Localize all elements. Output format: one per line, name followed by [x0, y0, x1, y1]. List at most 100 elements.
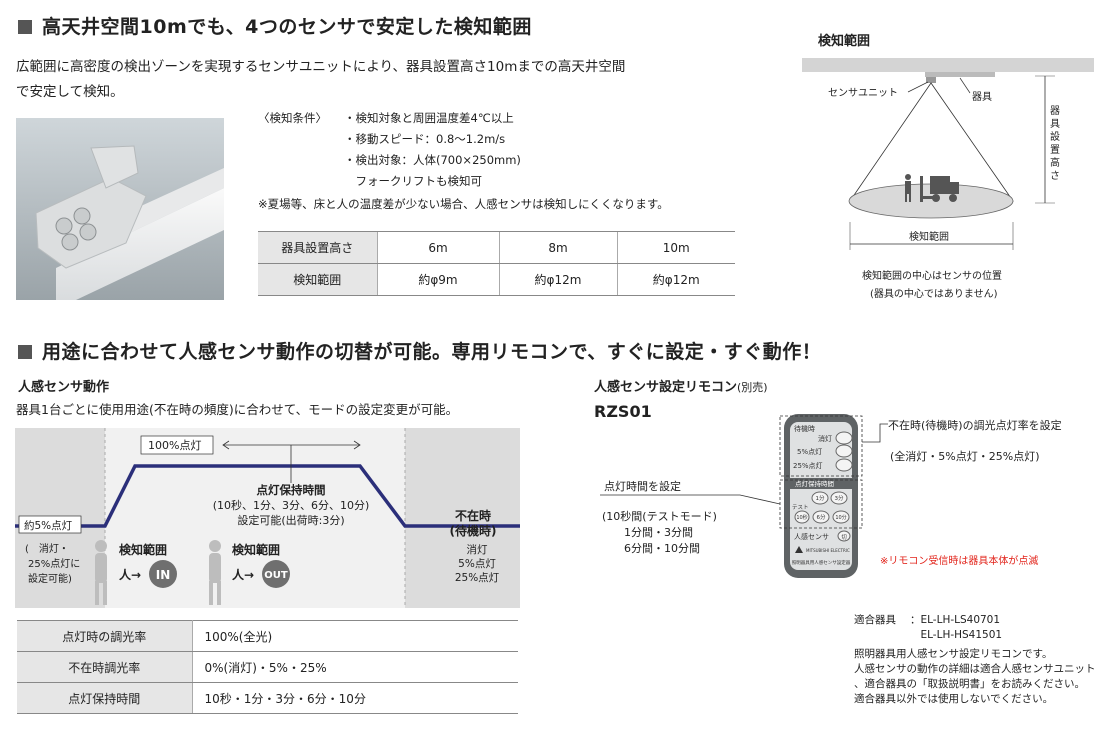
table-cell: 約φ9m — [376, 263, 499, 296]
callout-left-line: 1分間・3分間 — [624, 526, 693, 539]
remote-model: RZS01 — [594, 402, 652, 421]
table-cell: 0%(消灯)・5%・25% — [192, 651, 518, 683]
callout-left-title: 点灯時間を設定 — [604, 479, 681, 493]
hold-time-default: 設定可能(出荷時:3分) — [237, 513, 344, 527]
compatible-label: 適合器具 — [854, 614, 896, 626]
fixture-label: 器具 — [972, 91, 992, 103]
left-note: 25%点灯に — [28, 558, 80, 570]
sensor-settings-table: 点灯時の調光率 100%(全光) 不在時調光率 0%(消灯)・5%・25% 点灯… — [17, 620, 518, 714]
sensor-operation-desc: 器具1台ごとに使用用途(不在時の頻度)に合わせて、モードの設定変更が可能。 — [16, 402, 459, 417]
remote-note: 適合器具以外では使用しないでください。 — [854, 693, 1054, 705]
sensor-operation-title: 人感センサ動作 — [18, 380, 110, 395]
table-row: 検知範囲 約φ9m 約φ12m 約φ12m — [258, 263, 735, 296]
svg-text:1分: 1分 — [816, 494, 825, 502]
callout-top-1: 不在時(待機時)の調光点灯率を設定 — [888, 418, 1062, 432]
height-range-table: 器具設置高さ 6m 8m 10m 検知範囲 約φ9m 約φ12m 約φ12m — [258, 231, 735, 296]
in-badge — [149, 560, 177, 588]
compatible-model: ：EL-LH-LS40701 — [910, 614, 1001, 626]
remote-6min-button — [812, 510, 830, 524]
condition-item: ・移動スピード：0.8～1.2m/s — [344, 132, 506, 146]
table-row: 器具設置高さ 6m 8m 10m — [258, 231, 735, 264]
absent-label: 不在時 — [455, 508, 491, 523]
heading-square-icon — [18, 345, 32, 359]
brand-logo-icon — [795, 546, 803, 553]
detect-in-arrow: 人→ — [119, 567, 141, 582]
left-note: 設定可能) — [28, 572, 72, 585]
absent-option: 25%点灯 — [455, 572, 500, 584]
remote-note: 照明器具用人感センサ設定リモコンです。 — [854, 648, 1053, 660]
diagram-caption-1: 検知範囲の中心はセンサの位置 — [862, 269, 1002, 282]
svg-text:3分: 3分 — [835, 494, 844, 502]
remote-25-button — [835, 458, 853, 472]
remote-3min-button — [830, 491, 848, 505]
table-cell: 6m — [376, 231, 499, 264]
svg-text:切: 切 — [841, 534, 847, 541]
hold-time-label: 点灯保持時間 — [257, 483, 326, 497]
detect-in-label: 検知範囲 — [119, 542, 167, 557]
person-silhouette-icon — [209, 540, 221, 605]
table-row: 点灯時の調光率 100%(全光) — [17, 620, 518, 652]
dimming-line — [15, 464, 520, 528]
svg-text:消灯: 消灯 — [818, 434, 832, 443]
condition-note: ※夏場等、床と人の温度差が少ない場合、人感センサは検知しにくくなります。 — [258, 197, 669, 211]
svg-text:6分: 6分 — [817, 513, 826, 521]
height-label: 器具設置高さ — [1050, 105, 1060, 182]
out-badge — [262, 560, 290, 588]
hold-time-options: (10秒、1分、3分、6分、10分) — [213, 498, 370, 512]
table-head: 点灯保持時間 — [17, 682, 193, 714]
section1-desc-2: で安定して検知。 — [16, 84, 124, 100]
remote-5-button — [835, 444, 853, 458]
remote-title: 人感センサ設定リモコン(別売) — [594, 380, 768, 395]
svg-text:点灯保持時間: 点灯保持時間 — [795, 479, 834, 488]
table-head: 器具設置高さ — [258, 231, 377, 264]
absent-label-2: (待機時) — [450, 523, 497, 538]
condition-item: フォークリフトも検知可 — [344, 174, 482, 188]
svg-text:MITSUBISHI ELECTRIC: MITSUBISHI ELECTRIC — [806, 548, 850, 553]
svg-text:25%点灯: 25%点灯 — [793, 461, 823, 470]
detect-out-arrow: 人→ — [232, 567, 254, 582]
remote-receive-note: ※リモコン受信時は器具本体が点滅 — [880, 554, 1038, 567]
fixture-photo — [16, 118, 224, 300]
table-head: 点灯時の調光率 — [17, 620, 193, 652]
diagram-caption-2: (器具の中心ではありません) — [870, 287, 998, 300]
svg-text:10分: 10分 — [835, 514, 846, 521]
svg-text:人感センサ: 人感センサ — [794, 532, 829, 541]
table-cell: 約φ12m — [616, 263, 735, 296]
forklift-icon — [920, 176, 959, 202]
condition-item: ・検出対象：人体(700×250mm) — [344, 153, 521, 167]
table-head: 不在時調光率 — [17, 651, 193, 683]
conditions-label: 〈検知条件〉 — [258, 111, 327, 125]
table-row: 点灯保持時間 10秒・1分・3分・6分・10分 — [17, 682, 518, 714]
section2-heading: 用途に合わせて人感センサ動作の切替が可能。専用リモコンで、すぐに設定・すぐ動作！ — [18, 337, 821, 364]
absent-option: 消灯 — [467, 543, 488, 556]
callout-left-line: 6分間・10分間 — [624, 542, 700, 555]
table-cell: 約φ12m — [498, 263, 617, 296]
remote-1min-button — [811, 491, 829, 505]
table-head: 検知範囲 — [258, 263, 377, 296]
timing-diagram: 100%点灯 点灯保持時間 (10秒、1分、3分、6分、10分) 設定可能(出荷… — [15, 428, 520, 608]
svg-text:テスト: テスト — [792, 504, 809, 511]
table-cell: 8m — [498, 231, 617, 264]
person-icon — [905, 174, 911, 202]
ceiling — [802, 58, 1094, 72]
compatible-model: EL-LH-HS41501 — [910, 629, 1003, 641]
out-badge-text: OUT — [264, 570, 288, 581]
sensor-unit-box — [926, 77, 936, 83]
callout-left-line: (10秒間(テストモード) — [602, 509, 717, 523]
left-note: ( 消灯・ — [25, 542, 69, 555]
svg-text:照明器具用人感センサ設定器: 照明器具用人感センサ設定器 — [792, 559, 851, 566]
remote-note: 、適合器具の「取扱説明書」をお読みください。 — [854, 678, 1085, 690]
remote-10min-button — [832, 510, 850, 524]
full-light-label: 100%点灯 — [148, 439, 201, 452]
table-row: 不在時調光率 0%(消灯)・5%・25% — [17, 651, 518, 683]
table-cell: 10秒・1分・3分・6分・10分 — [192, 682, 518, 714]
remote-off-button — [835, 431, 853, 445]
svg-text:5%点灯: 5%点灯 — [797, 447, 822, 456]
svg-text:待機時: 待機時 — [794, 424, 815, 433]
svg-text:10秒: 10秒 — [796, 514, 807, 521]
section1-desc-1: 広範囲に高密度の検出ゾーンを実現するセンサユニットにより、器具設置高さ10mまで… — [16, 59, 626, 75]
remote-diagram: 待機時 消灯 5%点灯 25%点灯 点灯保持時間 1分 3分 テスト 10秒 6… — [600, 414, 1062, 578]
remote-note: 人感センサの動作の詳細は適合人感センサユニット — [854, 663, 1096, 675]
detect-out-label: 検知範囲 — [232, 542, 280, 557]
remote-10s-button — [794, 510, 810, 524]
